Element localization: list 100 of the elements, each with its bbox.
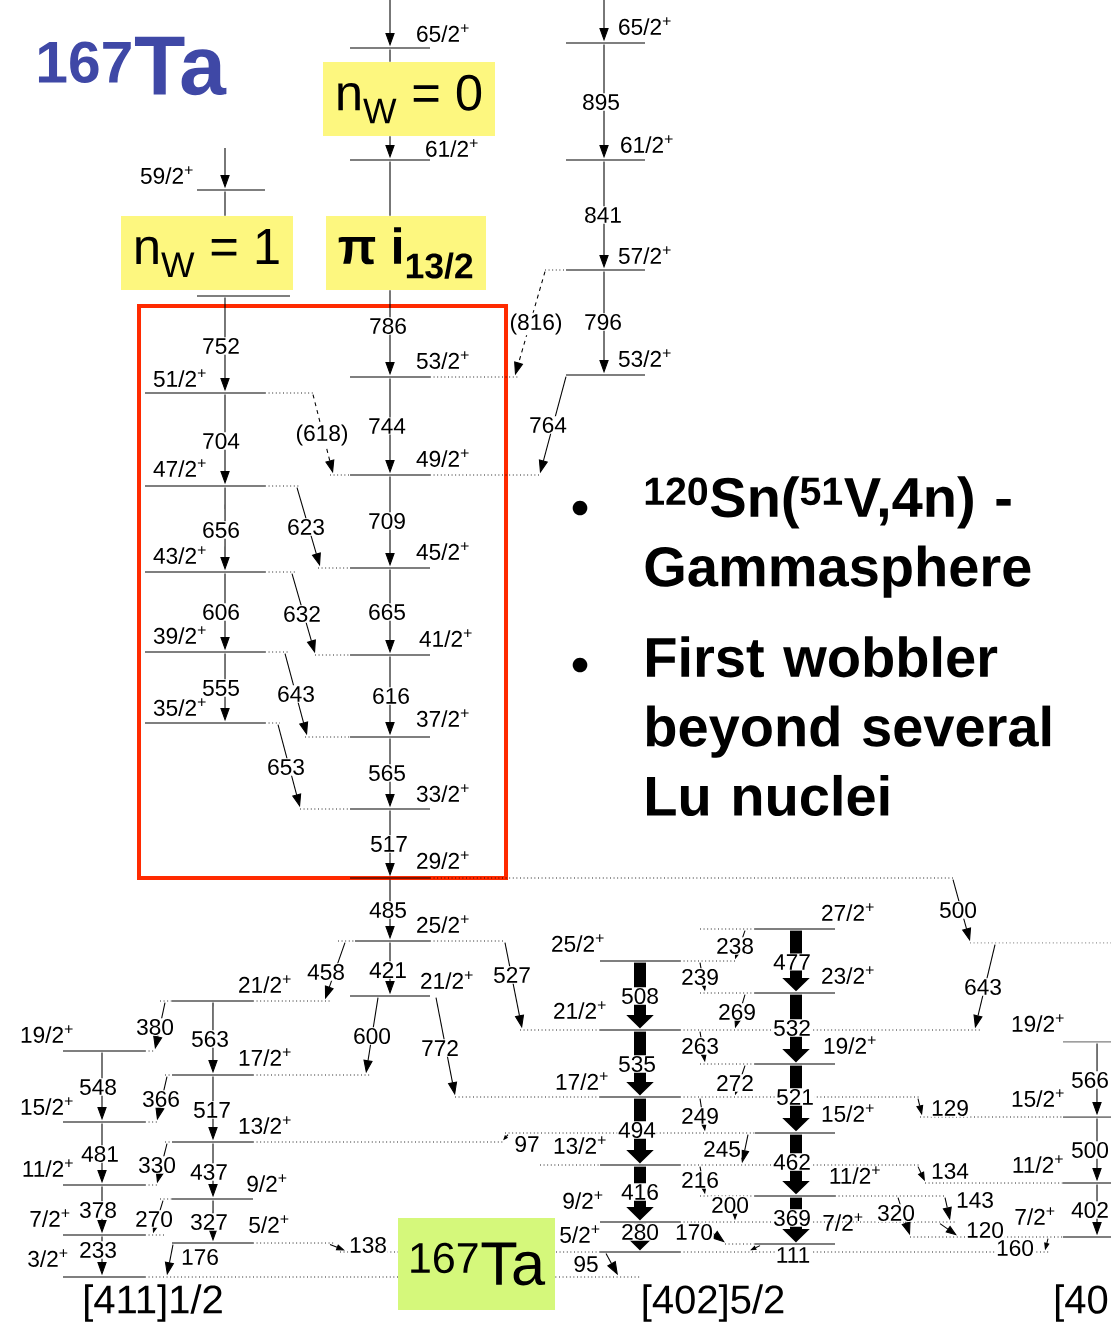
energy-label: 402 — [1070, 1201, 1110, 1219]
spin-label: 15/2$^{+}$ — [822, 1104, 874, 1122]
energy-label: 143 — [955, 1191, 995, 1209]
spin-label: 13/2$^{+}$ — [239, 1116, 291, 1134]
spin-label: 9/2$^{+}$ — [563, 1191, 603, 1209]
energy-label: 786 — [368, 317, 408, 335]
spin-label: 11/2$^{+}$ — [23, 1159, 73, 1177]
spin-label: 11/2$^{+}$ — [1013, 1155, 1063, 1173]
energy-label: 535 — [617, 1055, 657, 1073]
spin-label: 17/2$^{+}$ — [556, 1072, 608, 1090]
spin-label: 29/2$^{+}$ — [417, 851, 469, 869]
energy-label: 895 — [581, 93, 621, 111]
energy-label: 176 — [180, 1248, 220, 1266]
energy-label: 437 — [189, 1163, 229, 1181]
energy-label: 416 — [620, 1183, 660, 1201]
transition-arrow — [939, 1223, 957, 1236]
spin-label: 17/2$^{+}$ — [239, 1048, 291, 1066]
energy-label: 458 — [306, 963, 346, 981]
energy-label: 563 — [190, 1030, 230, 1048]
energy-label: 462 — [772, 1153, 812, 1171]
energy-label: 369 — [772, 1209, 812, 1227]
spin-label: 7/2$^{+}$ — [1015, 1207, 1055, 1225]
spin-label: 47/2$^{+}$ — [153, 459, 206, 477]
spin-label: 19/2$^{+}$ — [824, 1036, 876, 1054]
energy-label: 704 — [201, 432, 241, 450]
spin-label: 11/2$^{+}$ — [830, 1166, 880, 1184]
energy-label: 532 — [772, 1019, 812, 1037]
energy-label: 134 — [930, 1162, 970, 1180]
energy-label: 170 — [674, 1223, 714, 1241]
title: $^{167}$Ta — [38, 36, 227, 96]
spin-label: 21/2$^{+}$ — [239, 975, 291, 993]
band-label: [40 — [1056, 1284, 1108, 1322]
spin-label: 59/2$^{+}$ — [140, 166, 193, 184]
energy-label: 508 — [620, 987, 660, 1005]
spin-label: 33/2$^{+}$ — [416, 784, 469, 802]
transition-arrow — [329, 1244, 345, 1251]
label-box: π i$_{13/2}$ — [326, 216, 486, 290]
energy-label: 623 — [286, 518, 326, 536]
energy-label: 263 — [680, 1037, 720, 1055]
energy-label: 233 — [78, 1241, 118, 1259]
spin-label: 15/2$^{+}$ — [1012, 1089, 1064, 1107]
energy-label: 500 — [938, 901, 978, 919]
energy-label: 160 — [995, 1239, 1035, 1257]
energy-label: 421 — [368, 961, 408, 979]
energy-label: 378 — [78, 1201, 118, 1219]
energy-label: (816) — [508, 312, 564, 336]
energy-label: 566 — [1070, 1071, 1110, 1089]
energy-label: 481 — [80, 1145, 120, 1163]
spin-label: 9/2$^{+}$ — [247, 1174, 287, 1192]
bullet-text: First wobbler beyond several Lu nuclei — [646, 636, 1051, 817]
energy-label: 656 — [201, 521, 241, 539]
energy-label: 270 — [134, 1210, 174, 1228]
highlight-frame — [137, 304, 508, 880]
energy-label: 95 — [572, 1255, 600, 1273]
band-label: [411]1/2 — [85, 1284, 222, 1322]
bullet-text: $^{120}$Sn($^{51}$V,4n) - Gammasphere — [645, 476, 1031, 598]
energy-label: 616 — [371, 687, 411, 705]
energy-label: 521 — [775, 1088, 815, 1106]
spin-label: 21/2$^{+}$ — [554, 1001, 606, 1019]
spin-label: 41/2$^{+}$ — [419, 629, 472, 647]
transition-arrow — [750, 1245, 761, 1251]
energy-label: 120 — [965, 1221, 1005, 1239]
energy-label: 600 — [352, 1027, 392, 1045]
spin-label: 7/2$^{+}$ — [30, 1209, 70, 1227]
energy-label: 527 — [492, 966, 532, 984]
spin-label: 49/2$^{+}$ — [416, 449, 469, 467]
spin-label: 51/2$^{+}$ — [153, 369, 206, 387]
energy-label: 320 — [876, 1204, 916, 1222]
energy-label: 643 — [276, 685, 316, 703]
label-box: n$_{W}$ = 1 — [121, 216, 293, 290]
energy-label: 97 — [513, 1135, 541, 1153]
energy-label: 744 — [367, 417, 407, 435]
energy-label: (618) — [294, 423, 350, 447]
energy-label: 129 — [930, 1099, 970, 1117]
spin-label: 53/2$^{+}$ — [416, 351, 469, 369]
spin-label: 19/2$^{+}$ — [1012, 1014, 1064, 1032]
energy-label: 632 — [282, 605, 322, 623]
energy-label: 138 — [348, 1236, 388, 1254]
energy-label: 796 — [583, 313, 623, 331]
spin-label: 27/2$^{+}$ — [822, 903, 874, 921]
energy-label: 269 — [717, 1003, 757, 1021]
band-label: [402]5/2 — [643, 1284, 784, 1322]
spin-label: 21/2$^{+}$ — [421, 971, 473, 989]
spin-label: 45/2$^{+}$ — [416, 542, 469, 560]
energy-label: 380 — [135, 1018, 175, 1036]
spin-label: 19/2$^{+}$ — [21, 1025, 73, 1043]
energy-label: 764 — [528, 416, 568, 434]
energy-label: 772 — [420, 1039, 460, 1057]
spin-label: 61/2$^{+}$ — [426, 139, 478, 157]
spin-label: 61/2$^{+}$ — [621, 135, 673, 153]
energy-label: 643 — [963, 978, 1003, 996]
energy-label: 280 — [620, 1223, 660, 1241]
energy-label: 548 — [78, 1078, 118, 1096]
energy-label: 517 — [369, 835, 409, 853]
spin-label: 37/2$^{+}$ — [416, 709, 469, 727]
energy-label: 653 — [266, 758, 306, 776]
spin-label: 15/2$^{+}$ — [21, 1097, 73, 1115]
spin-label: 25/2$^{+}$ — [417, 915, 469, 933]
energy-label: 565 — [367, 764, 407, 782]
spin-label: 43/2$^{+}$ — [153, 546, 206, 564]
